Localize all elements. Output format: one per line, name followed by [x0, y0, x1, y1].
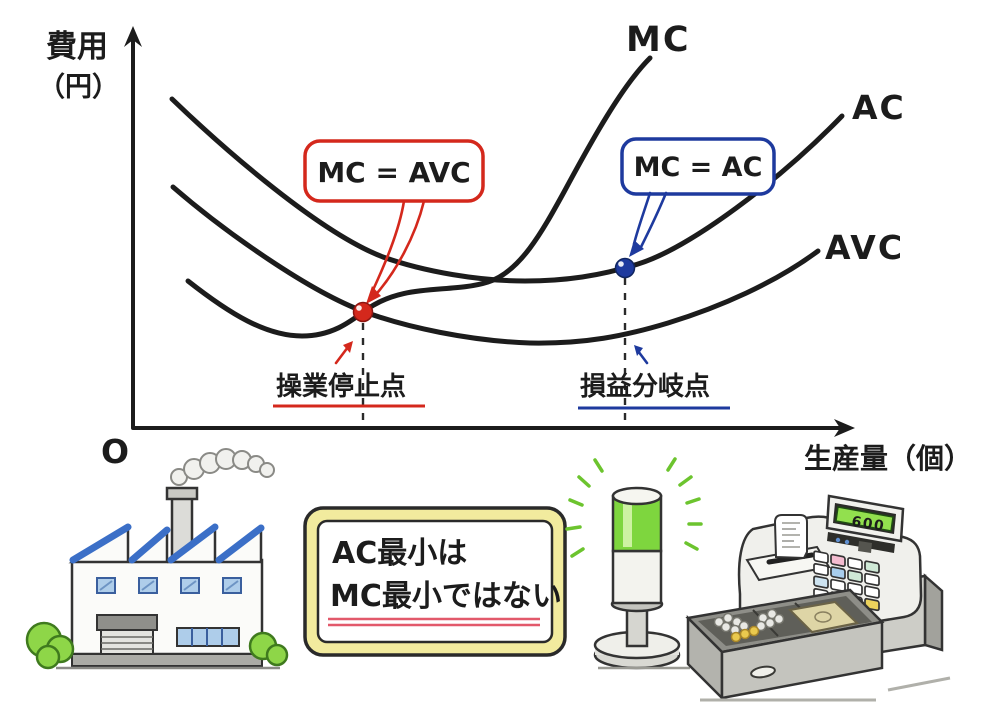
register-lcd-screen [835, 506, 894, 532]
shutdown-point-label: 操業停止点 [276, 371, 406, 402]
drawer-front [720, 620, 884, 700]
bush-left-icon [25, 621, 75, 670]
shutdown-bubble-tail2 [376, 199, 426, 294]
shutdown-bubble-text: MC = AVC [317, 156, 470, 189]
window-glints [99, 580, 239, 591]
ac-curve [169, 96, 845, 284]
note-board: AC最小は MC最小ではない [303, 506, 567, 657]
signal-lower-segment [611, 549, 663, 605]
axis-lines [131, 38, 842, 430]
factory-chimney-cap [165, 486, 199, 501]
x-axis-arrow-icon [834, 419, 855, 437]
mc-curve-label: MC [626, 20, 691, 60]
origin-label: O [101, 432, 129, 471]
register-display-neck [858, 541, 872, 553]
receipt-paper [773, 514, 808, 560]
breakeven-callout: MC = AC 損益分岐点 [578, 137, 776, 410]
dashed-guides [361, 278, 627, 424]
drawer-handle [750, 665, 776, 679]
signal-glow-rays [565, 457, 703, 558]
avc-curve [170, 184, 821, 346]
breakeven-point-label: 損益分岐点 [580, 371, 710, 402]
ac-curve-label: AC [852, 88, 906, 127]
roof-blue-cap [167, 523, 219, 564]
shutdown-tail-arrowhead-icon [366, 286, 381, 304]
breakeven-pointer-arrowhead-icon [634, 345, 643, 356]
note-board-surface [316, 519, 554, 644]
roof-blue-cap [69, 523, 132, 564]
x-axis-title: 生産量（個） [804, 442, 972, 475]
shutdown-bubble-tail [371, 199, 406, 292]
window-strip-dividers [191, 628, 223, 646]
breakeven-point-dot [614, 257, 636, 279]
y-axis-title-line2: （円） [38, 72, 119, 103]
cash-register-illustration: 600 [685, 494, 951, 702]
breakeven-bubble-text: MC = AC [634, 152, 763, 183]
breakeven-pointer-arrow [636, 349, 649, 365]
roof-blue-cap [215, 524, 265, 564]
breakeven-dot-highlight [618, 261, 624, 267]
breakeven-bubble-tail [632, 191, 652, 246]
factory-illustration [25, 448, 289, 670]
signal-tower-illustration [565, 457, 703, 670]
shutdown-pointer-arrow [334, 345, 350, 365]
register-strip-button [844, 539, 850, 545]
breakeven-bubble-tail2 [639, 191, 668, 249]
shutdown-pointer-arrowhead-icon [343, 341, 353, 353]
shutdown-callout: MC = AVC 操業停止点 [273, 139, 485, 408]
factory-sawtooth-roof [68, 523, 265, 564]
signal-light-highlight [623, 501, 632, 547]
signal-top-cap [611, 486, 663, 506]
register-strip-button [835, 537, 841, 543]
note-line1: AC最小は [332, 536, 467, 571]
factory-smoke [170, 448, 275, 486]
drawer-gold-coins [730, 625, 760, 643]
avc-curve-label: AVC [825, 228, 904, 267]
shutdown-dot-highlight [356, 305, 362, 311]
bush-right-icon [248, 631, 289, 667]
breakeven-bubble [620, 137, 776, 196]
axes: 費用 （円） O 生産量（個） [38, 26, 972, 475]
register-display-value: 600 [850, 514, 886, 535]
cost-curves: MC AC AVC [169, 20, 906, 346]
register-ground-line2 [887, 676, 951, 692]
shutdown-bubble [303, 139, 485, 203]
bill-oval [814, 611, 832, 623]
mc-curve [185, 55, 653, 339]
signal-stem [625, 606, 649, 648]
breakeven-tail-arrowhead-icon [629, 240, 644, 257]
drawer-bill-1 [787, 600, 860, 634]
factory-base [71, 653, 263, 667]
shutdown-point-dot [352, 301, 374, 323]
note-line2: MC最小ではない [330, 579, 562, 614]
y-axis-arrow-icon [124, 26, 142, 47]
y-axis-title-line1: 費用 [46, 29, 108, 65]
roof-blue-cap [128, 526, 171, 564]
garage-header [96, 614, 158, 631]
receipt-print-lines [782, 522, 800, 548]
register-plinth-side [923, 573, 944, 652]
